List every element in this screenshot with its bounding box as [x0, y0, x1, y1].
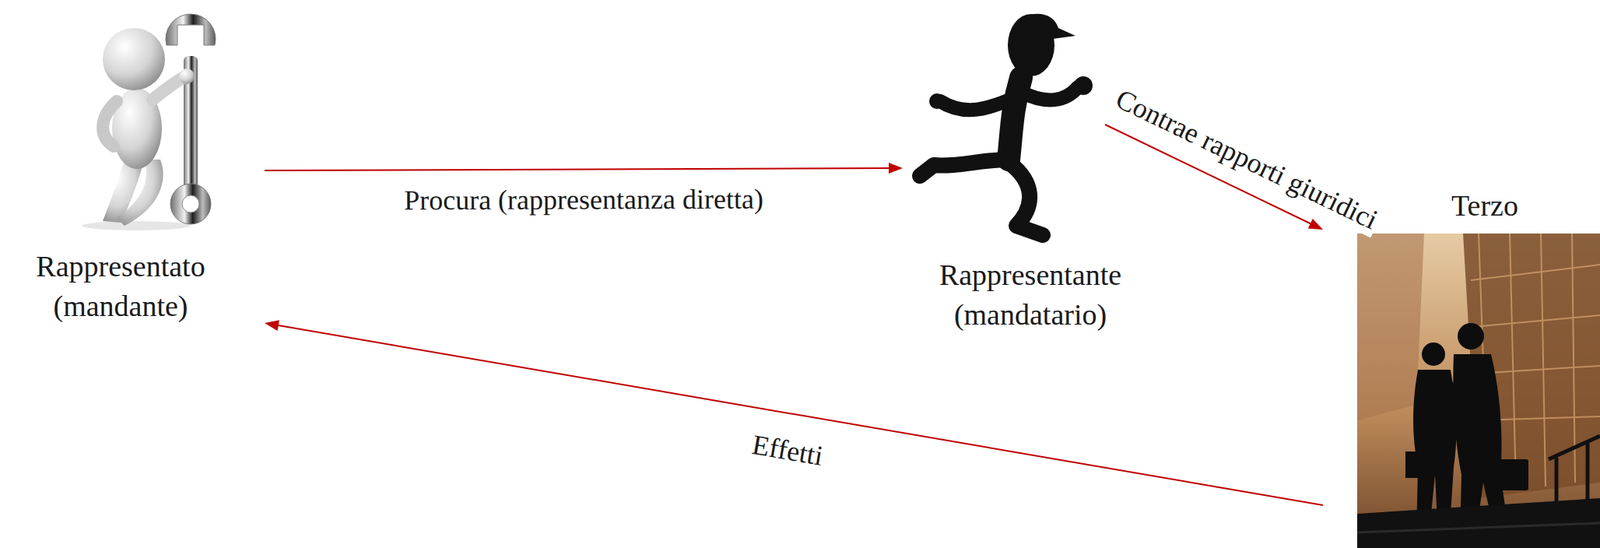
runner-figure	[919, 14, 1093, 236]
connector-group	[264, 319, 1323, 506]
actor-label: Rappresentante (mandatario)	[939, 255, 1122, 336]
actor-label: Rappresentato (mandante)	[35, 246, 205, 327]
edge-label: Effetti	[747, 428, 828, 474]
actor-node: Rappresentato (mandante)	[15, 15, 265, 335]
arrow-connector	[264, 168, 892, 171]
connector-group	[264, 162, 903, 174]
actor-node: Rappresentante (mandatario)	[902, 7, 1106, 344]
edge-label: Contrae rapporti giuridici	[1108, 81, 1386, 239]
arrowhead	[1308, 218, 1323, 230]
arrow-connector	[276, 325, 1323, 506]
worker-figure	[81, 14, 216, 231]
actor-label: Terzo	[1451, 185, 1519, 226]
arrowhead	[888, 162, 903, 174]
edge-label: Procura (rappresentanza diretta)	[401, 182, 766, 218]
handshake-photo	[1357, 233, 1600, 548]
arrowhead	[264, 319, 280, 331]
